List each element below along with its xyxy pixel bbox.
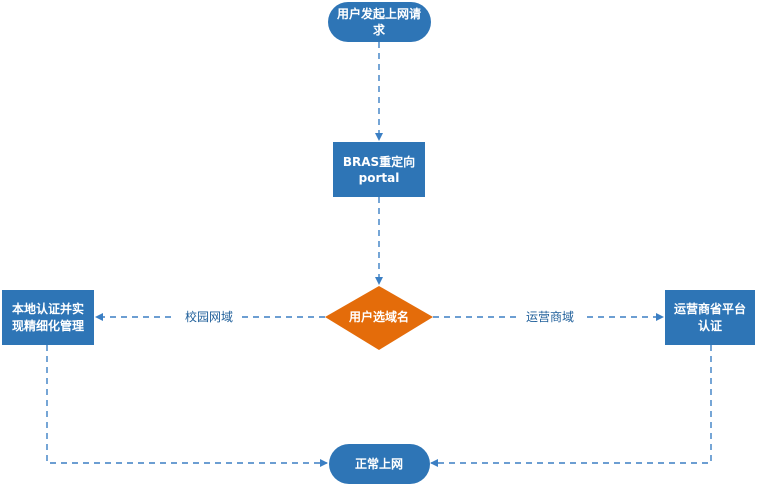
- bras-node-line1: BRAS重定向: [343, 154, 415, 169]
- start-node: 用户发起上网请 求: [328, 2, 431, 42]
- carrier-label-bg: [517, 309, 583, 325]
- carrier-auth-node-line2: 认证: [698, 318, 722, 333]
- bras-node-shape: [333, 142, 425, 197]
- start-node-line2: 求: [373, 22, 386, 37]
- decision-node: 用户选域名: [325, 286, 433, 350]
- decision-node-shape: [325, 286, 433, 350]
- carrier-auth-node: 运营商省平台 认证: [665, 290, 755, 345]
- bras-node: BRAS重定向 portal: [333, 142, 425, 197]
- edge-label-campus: 校园网域: [185, 309, 233, 324]
- start-node-line1: 用户发起上网请: [336, 6, 421, 21]
- bras-node-line2: portal: [359, 171, 400, 185]
- edge-local-to-end: [46, 345, 328, 467]
- edge-carrier-to-end: [430, 345, 712, 467]
- carrier-auth-node-line1: 运营商省平台: [674, 301, 746, 316]
- local-auth-node-line2: 现精细化管理: [12, 318, 84, 333]
- end-node-label: 正常上网: [355, 456, 403, 471]
- end-node-shape: [329, 444, 430, 484]
- carrier-auth-node-shape: [665, 290, 755, 345]
- start-node-shape: [328, 2, 431, 42]
- edges: [46, 42, 712, 467]
- end-node: 正常上网: [329, 444, 430, 484]
- local-auth-node-line1: 本地认证并实: [12, 301, 84, 316]
- decision-node-label: 用户选域名: [348, 309, 409, 324]
- edge-label-carrier: 运营商域: [526, 309, 574, 324]
- local-auth-node: 本地认证并实 现精细化管理: [2, 290, 94, 345]
- local-auth-node-shape: [2, 290, 94, 345]
- campus-label-bg: [176, 309, 242, 325]
